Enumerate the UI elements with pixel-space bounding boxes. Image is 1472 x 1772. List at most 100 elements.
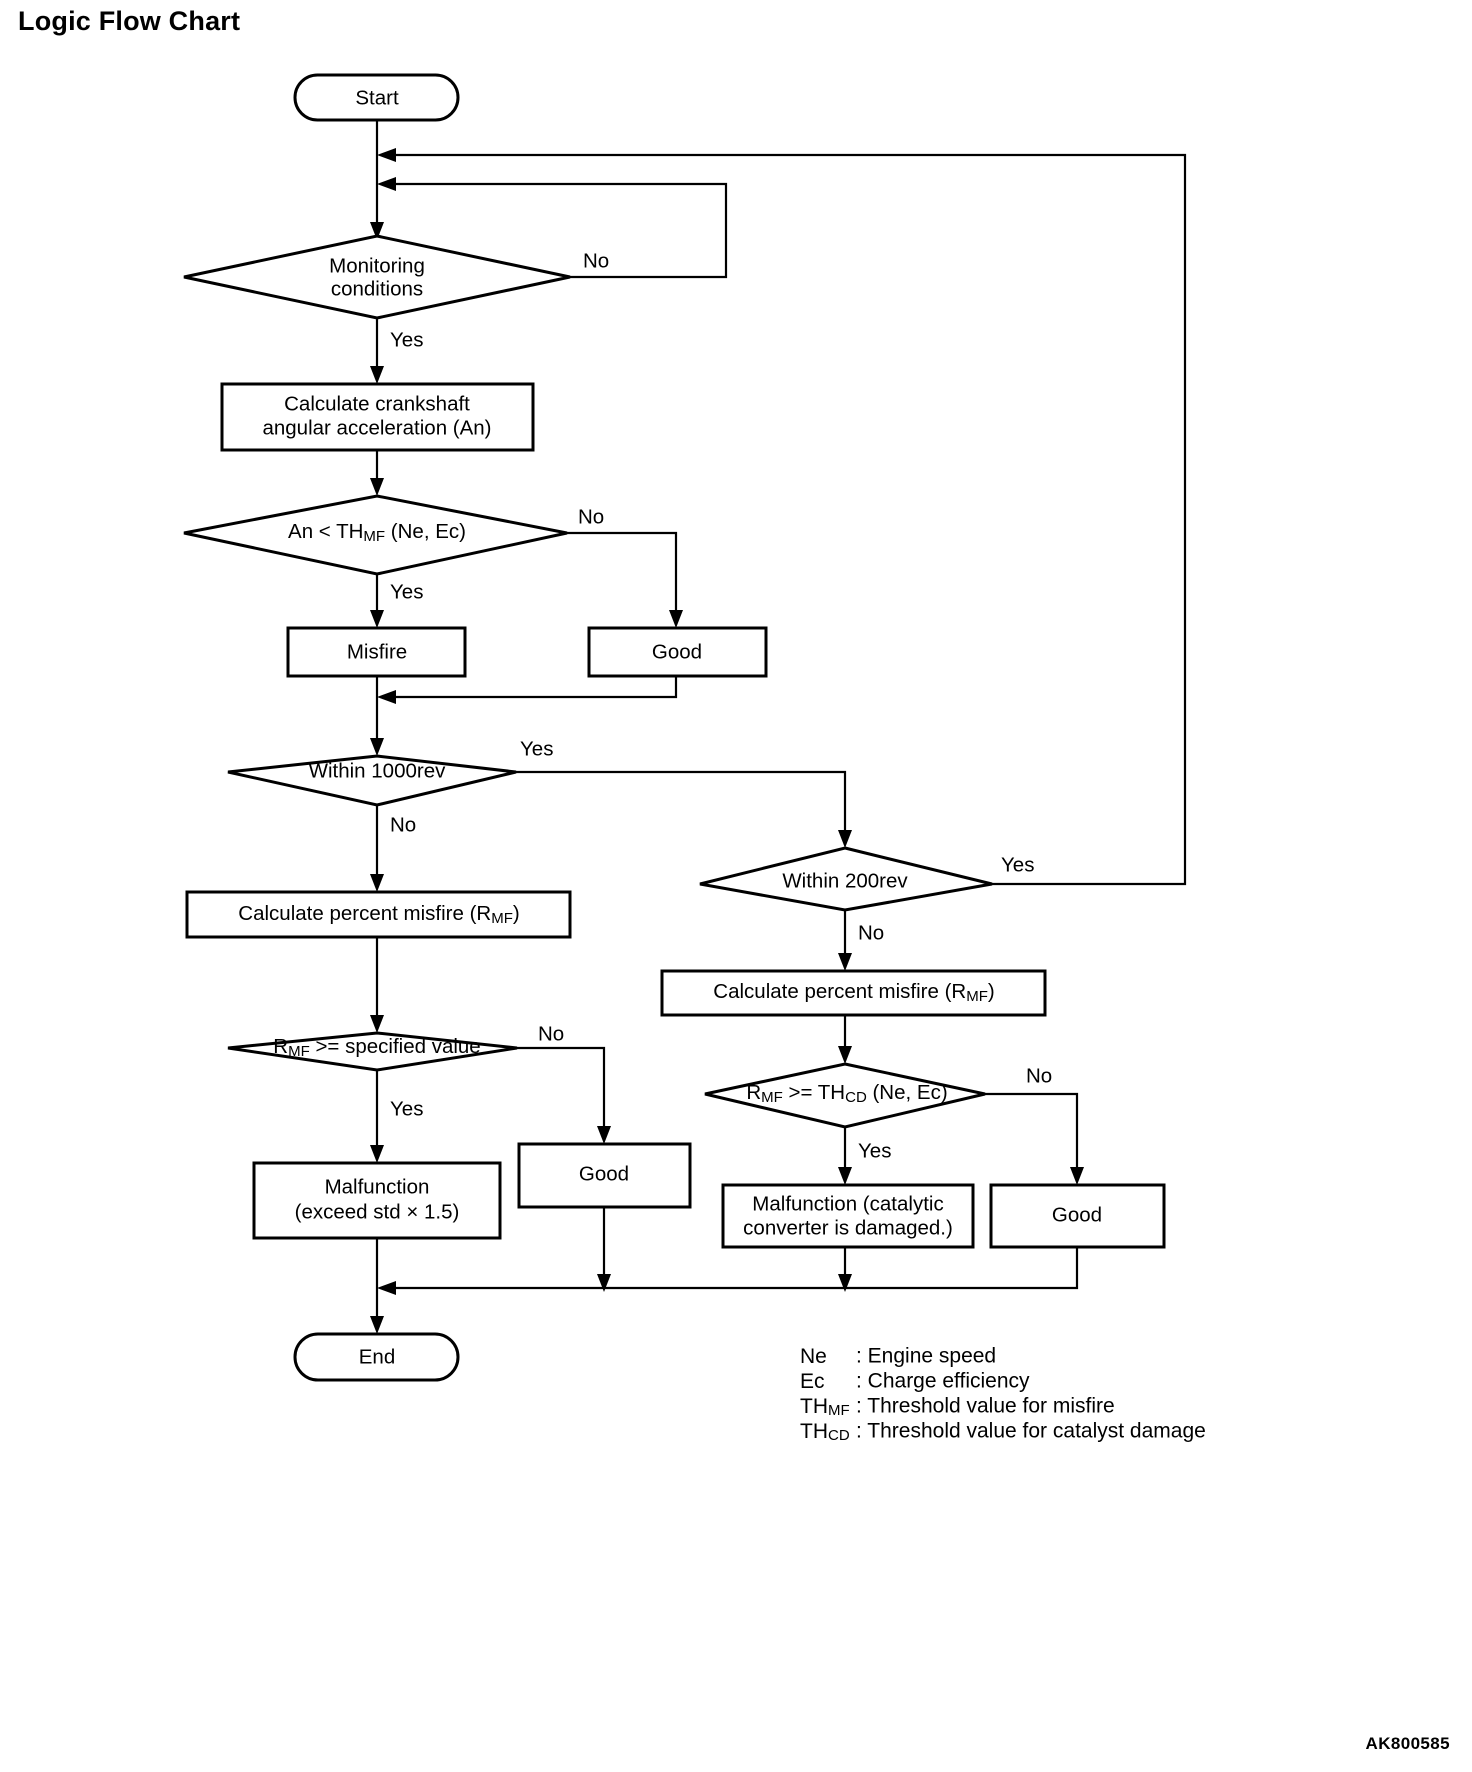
node-misfire-label: Misfire [347, 640, 407, 663]
legend-value-3: : Threshold value for catalyst damage [856, 1420, 1206, 1443]
edge-label-thmf-yes: Yes [390, 580, 423, 603]
node-good-3-label: Good [1052, 1203, 1102, 1226]
arrowhead-good2-in [597, 1126, 611, 1144]
node-good-3[interactable] [989, 1183, 1166, 1249]
arrowhead-misfire-in [370, 610, 384, 628]
connector-good3-merge [387, 1247, 1079, 1290]
calc-pm-right-sub: MF [966, 988, 988, 1005]
node-monitoring-conditions-label-2: conditions [331, 277, 423, 300]
arrowhead-end-in [370, 1316, 384, 1334]
legend-value-1: : Charge efficiency [856, 1370, 1030, 1393]
node-an-lt-thmf[interactable] [183, 494, 568, 576]
node-malfunction-catalytic-label-2: converter is damaged.) [743, 1216, 953, 1239]
edge-label-rev1000-no: No [390, 813, 416, 836]
edge-label-thcd-yes: Yes [858, 1139, 891, 1162]
connector-rev200-yes-loop [387, 153, 1187, 886]
arrowhead-good3-merge [377, 1281, 396, 1295]
legend-key-1: Ec [800, 1370, 825, 1393]
node-calculate-percent-misfire-right-label: Calculate percent misfire (RMF) [713, 980, 994, 1005]
node-rmf-gte-specified-value-label: RMF >= specified value [273, 1035, 480, 1060]
legend-key-2: THMF [800, 1395, 850, 1419]
edge-label-rev200-yes: Yes [1001, 853, 1034, 876]
arrowhead-calcpm-left-in [370, 874, 384, 892]
rmf-spec-post: >= specified value [310, 1035, 481, 1058]
connector-rmfthcd-no [985, 1092, 1079, 1180]
node-within-1000rev-label: Within 1000rev [309, 759, 446, 782]
node-misfire[interactable] [286, 626, 467, 678]
calc-pm-right-pre: Calculate percent misfire (R [713, 980, 966, 1003]
node-within-1000rev[interactable] [227, 754, 517, 807]
node-start[interactable] [293, 73, 460, 122]
node-rmf-gte-thcd[interactable] [704, 1062, 986, 1129]
node-calculate-crankshaft-label-2: angular acceleration (An) [262, 416, 491, 439]
arrowhead-monitoring-no-loop [377, 177, 396, 191]
node-malfunction-label-1: Malfunction [325, 1175, 430, 1198]
legend: Ne : Engine speed Ec : Charge efficiency… [800, 1345, 1206, 1444]
node-good-1[interactable] [587, 626, 768, 678]
calc-pm-left-pre: Calculate percent misfire (R [238, 902, 491, 925]
arrowhead-anthmf-in [370, 478, 384, 496]
node-within-200rev-label: Within 200rev [782, 869, 908, 892]
rmf-thcd-post: (Ne, Ec) [867, 1081, 948, 1104]
node-calculate-crankshaft-label-1: Calculate crankshaft [284, 392, 470, 415]
legend-key-0: Ne [800, 1345, 827, 1368]
connector-monitoring-no-loop [387, 182, 728, 279]
arrowhead-good1-merge [377, 690, 396, 704]
an-lt-thmf-sub: MF [363, 528, 385, 545]
node-calculate-crankshaft[interactable] [220, 382, 535, 452]
node-end-label: End [359, 1345, 395, 1368]
edge-label-rev1000-yes: Yes [520, 737, 553, 760]
node-malfunction-catalytic[interactable] [721, 1183, 975, 1249]
edge-label-monitoring-no: No [583, 249, 609, 272]
arrowhead-malfunction-cat-merge [838, 1274, 852, 1292]
legend-value-0: : Engine speed [856, 1345, 996, 1368]
node-malfunction[interactable] [252, 1161, 502, 1240]
node-calculate-percent-misfire-left[interactable] [185, 890, 572, 939]
rmf-thcd-mid: >= TH [783, 1081, 845, 1104]
rmf-thcd-pre: R [746, 1081, 761, 1104]
arrowhead-rev200-yes-loop [377, 148, 396, 162]
rmf-thcd-sub1: MF [761, 1089, 783, 1106]
arrowhead-monitoring-in [370, 222, 384, 240]
edge-label-rev200-no: No [858, 921, 884, 944]
arrowhead-rmfthcd-in [838, 1046, 852, 1064]
node-monitoring-conditions-label-1: Monitoring [329, 254, 425, 277]
node-monitoring-conditions[interactable] [183, 234, 571, 320]
node-start-label: Start [355, 86, 399, 109]
node-malfunction-label-2: (exceed std × 1.5) [295, 1200, 460, 1223]
arrowhead-good1-in [669, 610, 683, 628]
node-end[interactable] [293, 1332, 460, 1382]
arrowhead-calc-crankshaft-in [370, 366, 384, 384]
node-good-1-label: Good [652, 640, 702, 663]
node-malfunction-catalytic-label-1: Malfunction (catalytic [752, 1192, 943, 1215]
rmf-thcd-sub2: CD [845, 1089, 867, 1106]
arrowhead-rmfspec-in [370, 1015, 384, 1033]
node-rmf-gte-specified-value[interactable] [227, 1031, 518, 1072]
an-lt-thmf-post: (Ne, Ec) [385, 520, 466, 543]
node-good-2[interactable] [517, 1142, 692, 1209]
arrowhead-rev200-in [838, 830, 852, 848]
calc-pm-left-post: ) [513, 902, 520, 925]
edge-label-thmf-no: No [578, 505, 604, 528]
edge-label-spec-no: No [538, 1022, 564, 1045]
arrowhead-malfunction-in [370, 1145, 384, 1163]
node-within-200rev[interactable] [699, 846, 993, 912]
legend-value-2: : Threshold value for misfire [856, 1395, 1115, 1418]
edge-label-thcd-no: No [1026, 1064, 1052, 1087]
node-good-2-label: Good [579, 1162, 629, 1185]
node-calculate-percent-misfire-right[interactable] [660, 969, 1047, 1017]
calc-pm-right-post: ) [988, 980, 995, 1003]
legend-key-3: THCD [800, 1420, 850, 1444]
edge-label-monitoring-yes: Yes [390, 328, 423, 351]
arrowhead-malfunction-cat-in [838, 1167, 852, 1185]
rmf-spec-sub: MF [288, 1043, 310, 1060]
calc-pm-left-sub: MF [491, 910, 513, 927]
rmf-spec-pre: R [273, 1035, 288, 1058]
connector-good1-merge [387, 676, 678, 699]
edge-label-spec-yes: Yes [390, 1097, 423, 1120]
an-lt-thmf-pre: An < TH [288, 520, 363, 543]
node-rmf-gte-thcd-label: RMF >= THCD (Ne, Ec) [746, 1081, 947, 1106]
node-calculate-percent-misfire-left-label: Calculate percent misfire (RMF) [238, 902, 519, 927]
connector-rmfspec-no [517, 1046, 606, 1139]
